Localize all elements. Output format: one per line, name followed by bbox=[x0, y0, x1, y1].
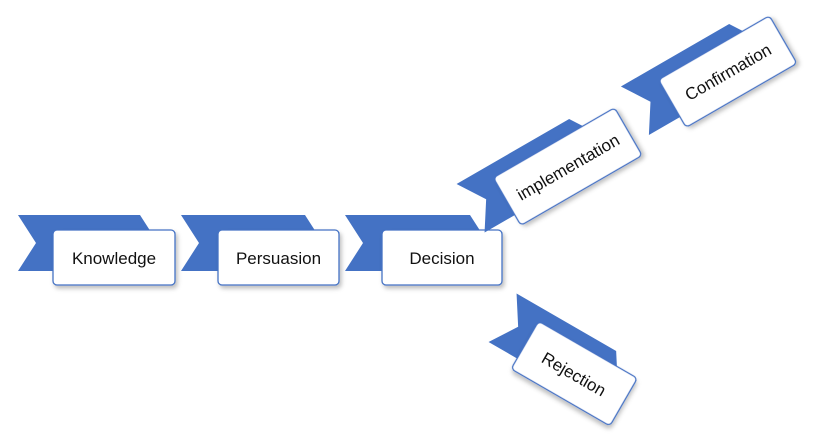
stage-label: Decision bbox=[409, 249, 474, 268]
stage-rejection: Rejection bbox=[488, 293, 637, 426]
stage-persuasion: Persuasion bbox=[181, 215, 340, 286]
stage-box bbox=[659, 16, 797, 127]
stage-box bbox=[494, 108, 642, 225]
stage-confirmation: Confirmation bbox=[620, 16, 797, 135]
stage-box bbox=[381, 229, 503, 286]
stage-label: Knowledge bbox=[72, 249, 156, 268]
stage-knowledge: Knowledge bbox=[18, 215, 176, 286]
stage-box bbox=[217, 229, 340, 286]
stage-box bbox=[52, 229, 176, 286]
stage-implementation: implementation bbox=[456, 108, 642, 233]
stage-decision: Decision bbox=[345, 215, 503, 286]
stage-box bbox=[511, 322, 637, 426]
stage-label: Persuasion bbox=[236, 249, 321, 268]
